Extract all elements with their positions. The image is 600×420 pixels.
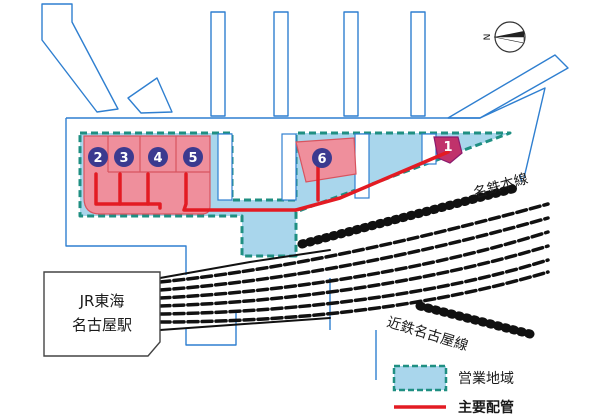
badge-1[interactable]: 1 [443,140,452,155]
compass: N [483,21,526,53]
svg-text:1: 1 [443,140,452,155]
station-name: 名古屋駅 [72,316,132,334]
legend-main-pipe-label: 主要配管 [458,399,514,416]
badge-4[interactable]: 4 [148,147,168,167]
badge-2[interactable]: 2 [88,147,108,167]
svg-text:3: 3 [119,151,128,166]
kintetsu-line-label: 近鉄名古屋線 [385,315,470,355]
badge-3[interactable]: 3 [114,147,134,167]
roads [217,133,437,201]
railway-tracks [158,183,550,339]
station-line-name: JR東海 [79,292,125,310]
badge-6[interactable]: 6 [312,148,332,168]
legend-business-area-swatch [392,364,448,392]
svg-text:4: 4 [153,151,162,166]
main-pipes [94,150,450,212]
svg-text:6: 6 [317,152,326,167]
land-outline [41,3,569,380]
meitetsu-line-label: 名鉄本線 [472,171,530,202]
legend-business-area-label: 営業地域 [458,371,514,387]
station-box: JR東海 名古屋駅 [43,271,161,357]
legend: 営業地域 主要配管 [392,364,514,416]
svg-text:2: 2 [93,151,102,166]
svg-text:N: N [483,34,493,41]
svg-text:5: 5 [188,151,197,166]
badge-5[interactable]: 5 [183,147,203,167]
